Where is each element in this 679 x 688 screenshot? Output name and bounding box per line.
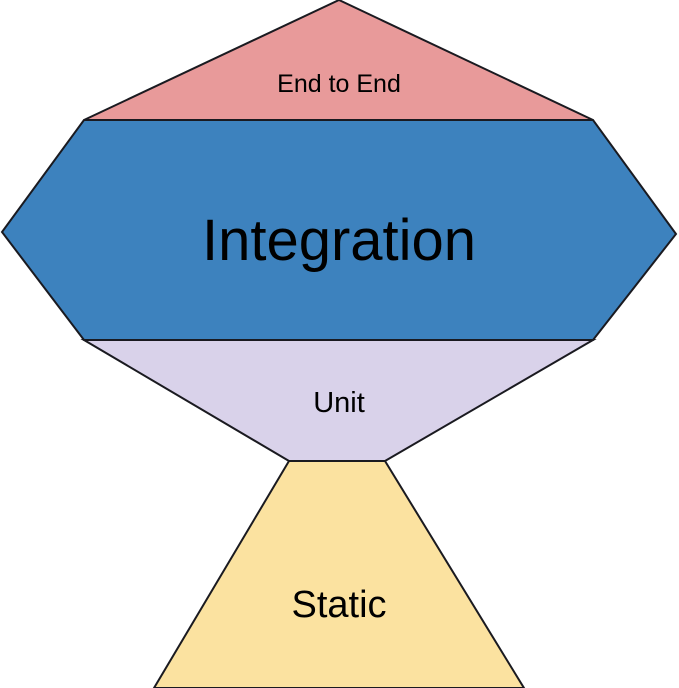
band-label-integration: Integration bbox=[202, 208, 476, 273]
band-label-unit: Unit bbox=[313, 387, 365, 419]
band-shape-static[interactable] bbox=[152, 460, 526, 688]
band-label-static: Static bbox=[291, 584, 386, 626]
band-shape-end-to-end[interactable] bbox=[83, 0, 594, 121]
band-label-end-to-end: End to End bbox=[277, 70, 401, 98]
